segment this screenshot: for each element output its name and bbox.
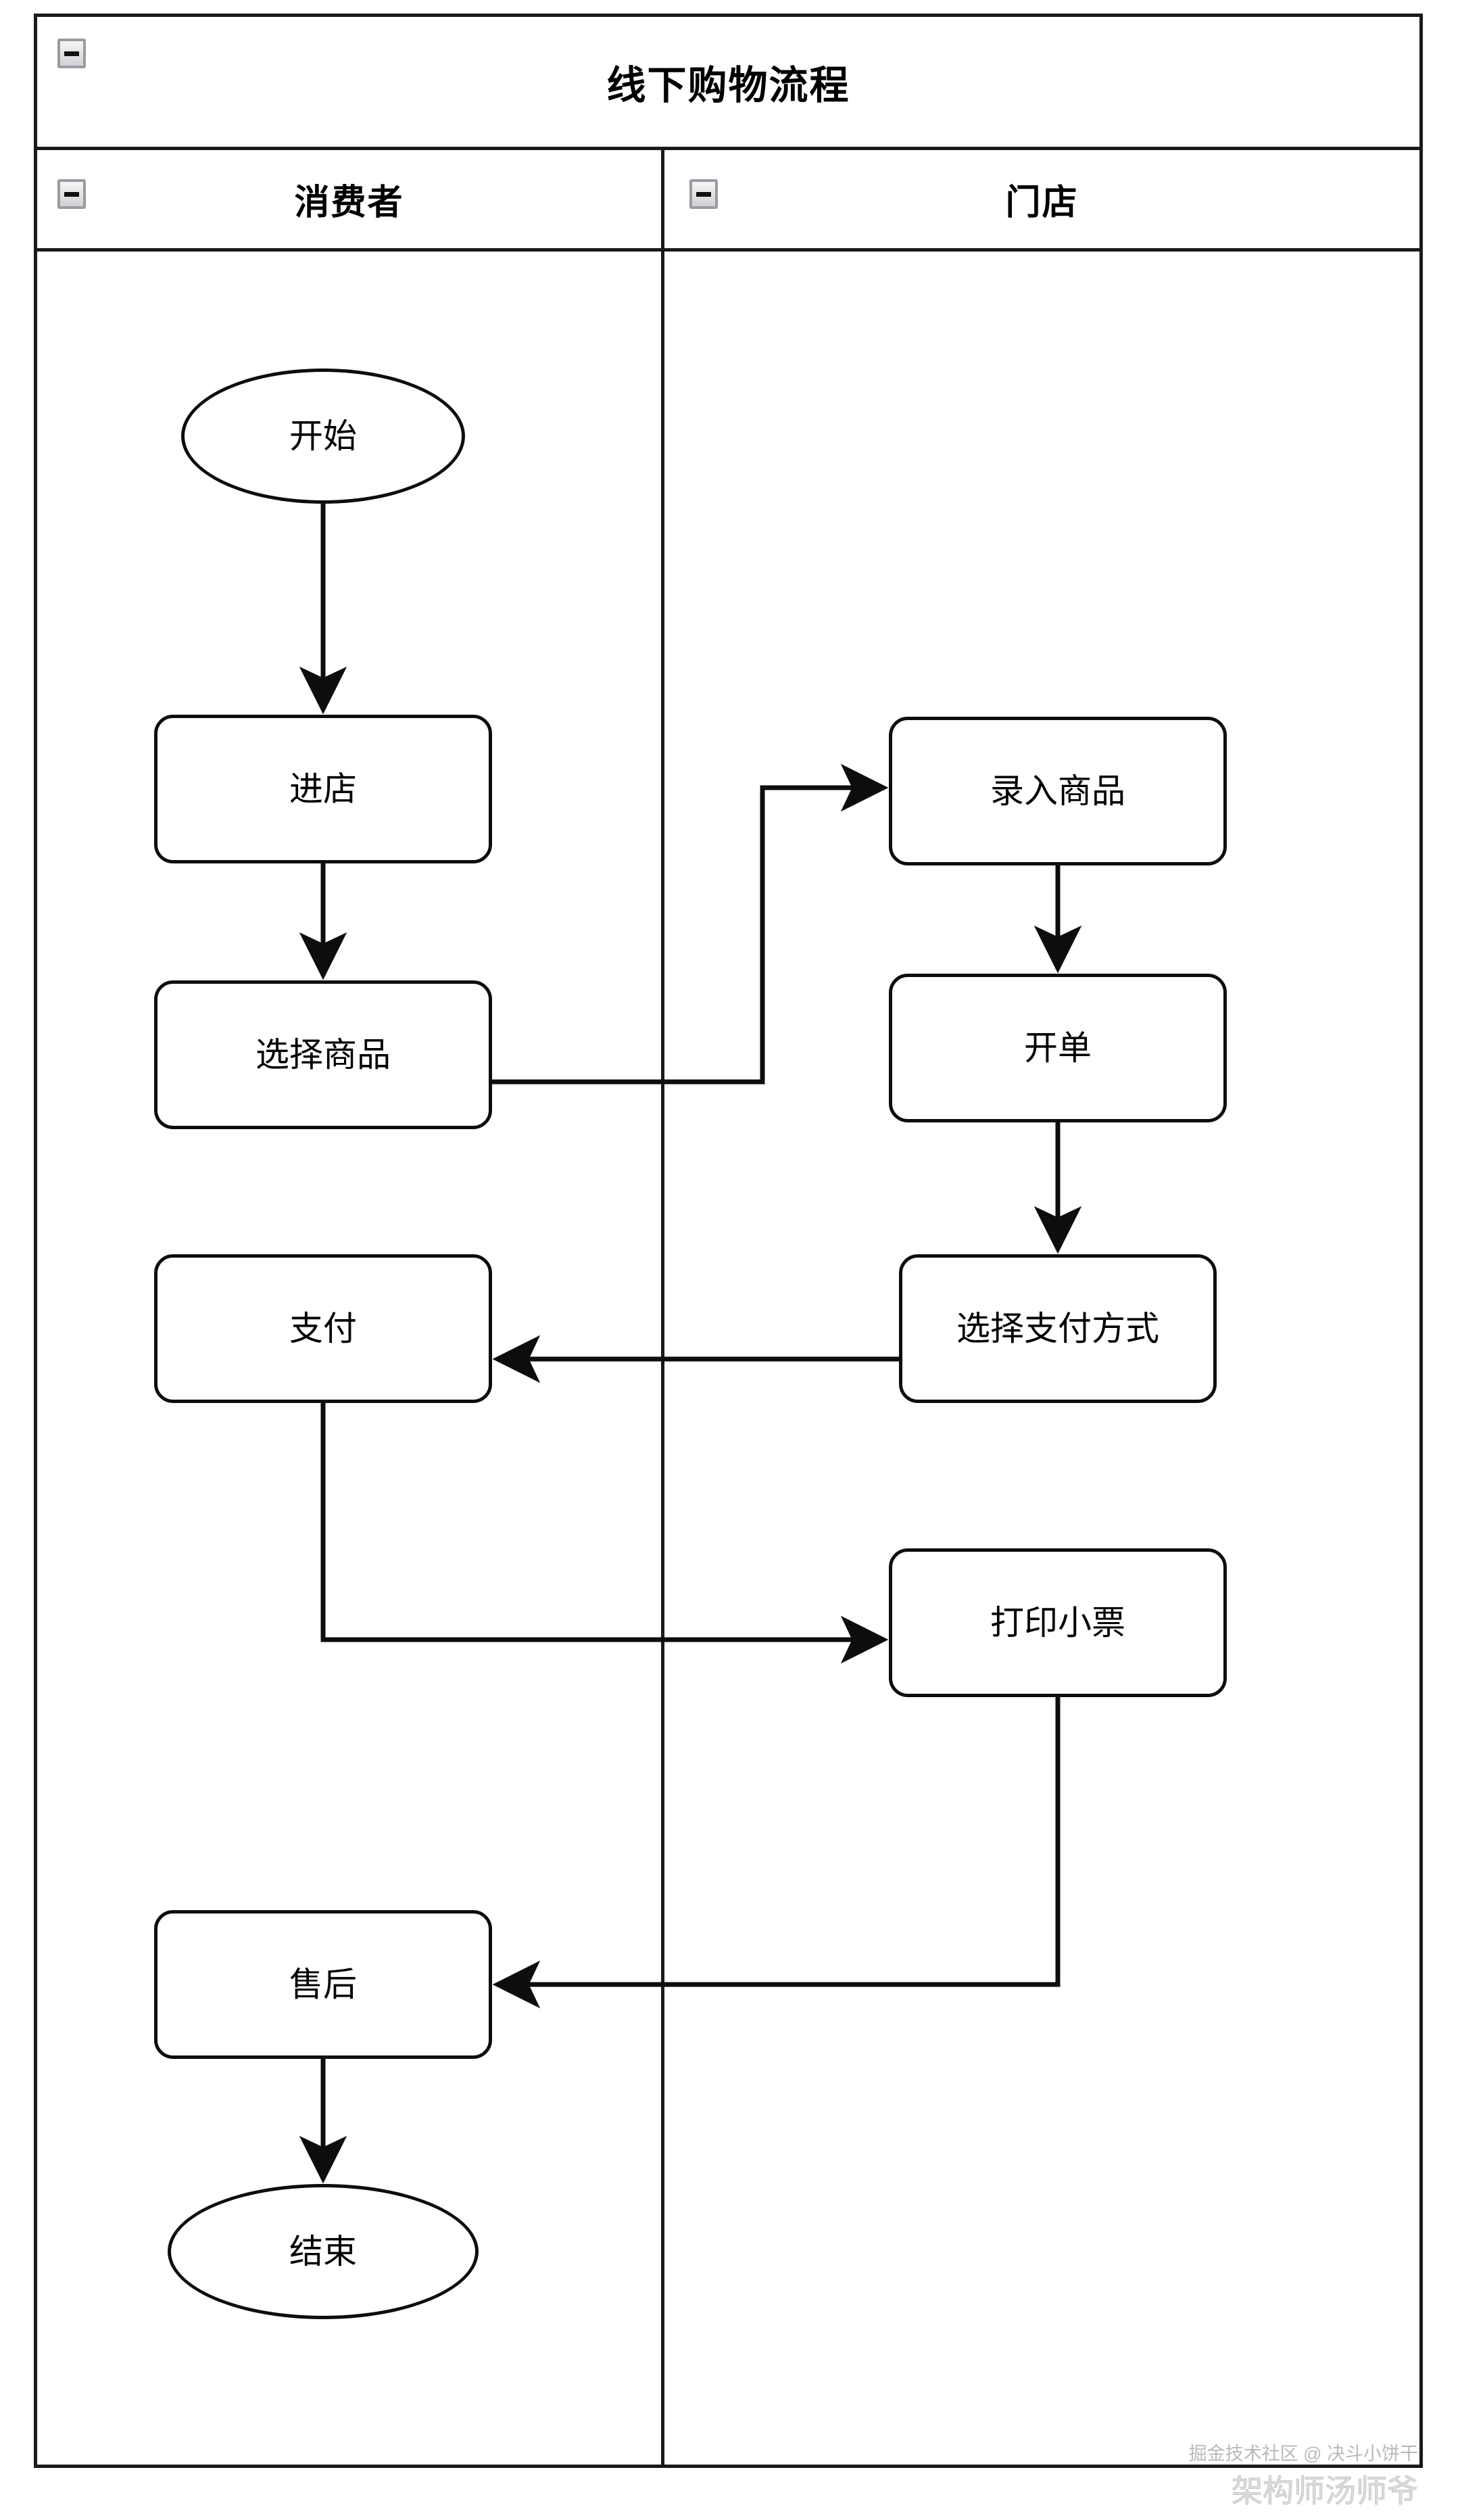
lane-header-row: 消费者 门店 [37,150,1419,252]
node-enter-store[interactable]: 进店 [154,715,492,863]
node-label: 选择商品 [256,1035,391,1074]
node-end[interactable]: 结束 [168,2184,479,2319]
node-label: 录入商品 [990,771,1125,810]
lane-label-store: 门店 [1005,183,1079,222]
node-label: 开单 [1024,1028,1092,1067]
lane-label-consumer: 消费者 [294,183,404,222]
node-label: 支付 [289,1309,357,1348]
node-label: 售后 [289,1965,357,2003]
minus-square-icon[interactable] [57,39,86,68]
node-pick-payment[interactable]: 选择支付方式 [899,1254,1217,1403]
node-label: 进店 [289,769,357,808]
node-print-receipt[interactable]: 打印小票 [889,1548,1227,1697]
minus-square-icon[interactable] [57,179,86,209]
node-label: 开始 [289,417,357,455]
lane-header-consumer: 消费者 [37,150,664,248]
node-make-bill[interactable]: 开单 [889,974,1227,1122]
pool-title-row: 线下购物流程 [37,17,1419,150]
node-label: 打印小票 [990,1603,1125,1642]
node-label: 结束 [289,2232,357,2271]
node-pay[interactable]: 支付 [154,1254,492,1403]
node-scan-goods[interactable]: 录入商品 [889,717,1227,865]
minus-square-icon[interactable] [689,179,718,209]
node-pick-goods[interactable]: 选择商品 [154,980,492,1129]
node-label: 选择支付方式 [956,1309,1159,1348]
lane-header-store: 门店 [664,150,1419,248]
watermark-author: 架构师汤师爷 [1232,2473,1419,2509]
node-start[interactable]: 开始 [181,369,465,504]
page-title: 线下购物流程 [606,64,850,108]
node-after-sales[interactable]: 售后 [154,1910,492,2059]
watermark-community: 掘金技术社区 @ 决斗小饼干 [1188,2444,1418,2464]
